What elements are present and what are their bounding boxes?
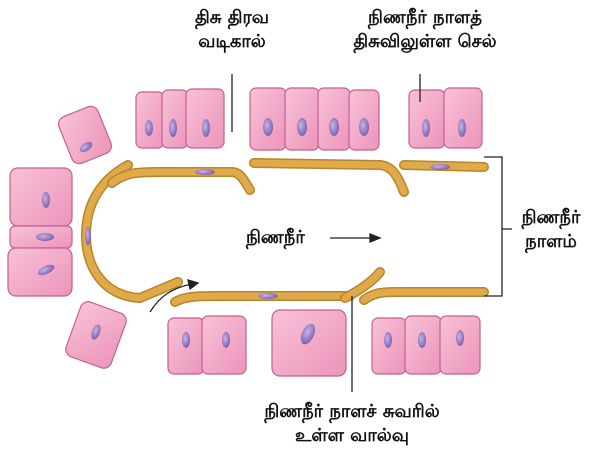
cell — [136, 92, 164, 148]
label-tissue-fluid-drain: திசு திரவ வடிகால் — [176, 6, 288, 54]
nucleus — [384, 332, 392, 348]
cell — [444, 88, 482, 148]
cell — [186, 89, 224, 148]
nucleus — [258, 293, 278, 299]
cell — [272, 310, 346, 376]
nucleus — [145, 120, 153, 136]
cell-group-bottom-middle — [272, 310, 346, 376]
valve-flow-arrowhead — [188, 280, 198, 289]
cell-group-bottom-left — [168, 316, 246, 374]
nucleus — [418, 332, 426, 348]
cell-group-top-middle — [250, 88, 379, 150]
nucleus — [359, 118, 369, 136]
nucleus — [263, 118, 273, 136]
label-cell-in-lymph-wall: நிணநீர் நாளத் திசுவிலுள்ள செல் — [315, 6, 535, 54]
cell — [10, 168, 72, 226]
label-lymph: நிணநீர் — [246, 226, 326, 250]
nucleus — [42, 192, 50, 208]
nucleus — [329, 118, 339, 136]
lymph-flow-arrowhead — [370, 234, 380, 242]
cell — [409, 90, 445, 148]
nucleus — [430, 164, 450, 170]
nucleus — [85, 227, 91, 245]
nucleus — [458, 119, 466, 137]
cell-group-top-left — [136, 89, 224, 148]
label-lymph-vessel: நிணநீர் நாளம் — [512, 206, 590, 254]
label-valve-in-lymph-wall: நிணநீர் நாளச் சுவரில் உள்ள வால்வு — [222, 400, 482, 448]
cell — [162, 90, 188, 148]
nucleus — [195, 169, 215, 175]
nucleus — [222, 332, 230, 348]
cell-group-lower-left — [64, 300, 129, 371]
cell-group-bottom-right — [372, 316, 480, 374]
nucleus — [297, 118, 307, 136]
nucleus — [169, 119, 177, 137]
cell — [56, 104, 114, 166]
cell-group-left — [8, 168, 72, 296]
nucleus — [182, 332, 190, 348]
cell-group-upper-left — [56, 104, 114, 166]
nucleus — [456, 330, 464, 346]
nucleus — [36, 233, 54, 241]
lymph-vessel-bracket — [484, 157, 502, 296]
nucleus — [202, 119, 210, 137]
nucleus — [422, 119, 430, 137]
